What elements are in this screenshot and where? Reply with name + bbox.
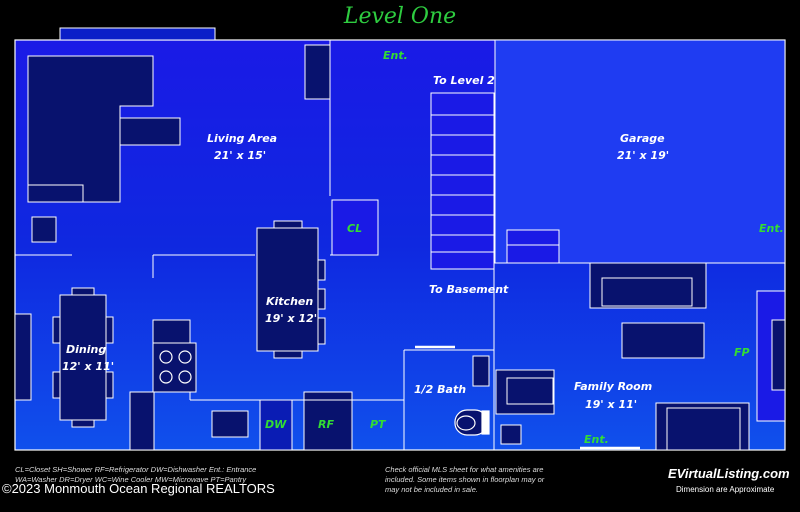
side-table xyxy=(31,216,57,243)
disclaimer-line-2: included. Some items shown in floorplan … xyxy=(385,475,545,484)
family-room-label: Family Room xyxy=(574,380,653,393)
closet-label: CL xyxy=(347,222,363,235)
window-seat xyxy=(14,313,32,401)
kitchen-island xyxy=(256,227,319,352)
kitchen-dims: 19' x 12' xyxy=(265,312,318,325)
end-table xyxy=(500,424,522,445)
legend-line-2: WA=Washer DR=Dryer WC=Wine Cooler MW=Mic… xyxy=(15,475,247,484)
pantry-label: PT xyxy=(370,418,386,431)
dishwasher xyxy=(259,399,293,451)
fireplace-label: FP xyxy=(734,346,750,359)
disclaimer-line-3: may not be included in sale. xyxy=(385,485,478,494)
coffee-table xyxy=(119,117,181,146)
entrance-family-label: Ent. xyxy=(584,433,609,446)
living-area-label: Living Area xyxy=(207,132,278,145)
to-level-2-label: To Level 2 xyxy=(433,74,495,87)
half-bath-label: 1/2 Bath xyxy=(414,383,467,396)
stove xyxy=(152,342,197,393)
garage-label: Garage xyxy=(620,132,665,145)
dining-table xyxy=(59,294,107,421)
level-title: Level One xyxy=(343,4,457,29)
living-area-dims: 21' x 15' xyxy=(214,149,267,162)
legend: CL=Closet SH=Shower RF=Refrigerator DW=D… xyxy=(15,465,256,485)
sink-cabinet xyxy=(211,410,249,438)
disclaimer-line-1: Check official MLS sheet for what amenit… xyxy=(385,465,544,474)
stairs-up xyxy=(430,92,495,270)
kitchen-label: Kitchen xyxy=(266,295,314,308)
dimensions-note: Dimension are Approximate xyxy=(676,485,775,494)
toilet xyxy=(454,409,490,436)
counter-bottom xyxy=(129,391,155,451)
brand-link[interactable]: EVirtualListing.com xyxy=(668,466,790,481)
copyright-watermark: ©2023 Monmouth Ocean Regional REALTORS xyxy=(2,481,275,496)
disclaimer: Check official MLS sheet for what amenit… xyxy=(385,465,544,495)
ottoman xyxy=(621,322,705,359)
sofa-cushion xyxy=(27,184,84,203)
dishwasher-label: DW xyxy=(265,418,287,431)
dining-dims: 12' x 11' xyxy=(62,360,115,373)
bay-window xyxy=(59,27,216,41)
refrigerator-label: RF xyxy=(318,418,334,431)
garage-area xyxy=(494,39,786,264)
cabinet xyxy=(304,44,331,100)
dining-label: Dining xyxy=(66,343,107,356)
garage-step xyxy=(506,229,560,264)
vanity xyxy=(472,355,490,387)
entrance-garage-label: Ent. xyxy=(759,222,784,235)
entrance-top-label: Ent. xyxy=(383,49,408,62)
closet xyxy=(331,199,379,256)
garage-dims: 21' x 19' xyxy=(617,149,670,162)
family-room-dims: 19' x 11' xyxy=(585,398,638,411)
to-basement-label: To Basement xyxy=(429,283,509,296)
legend-line-1: CL=Closet SH=Shower RF=Refrigerator DW=D… xyxy=(15,465,257,474)
